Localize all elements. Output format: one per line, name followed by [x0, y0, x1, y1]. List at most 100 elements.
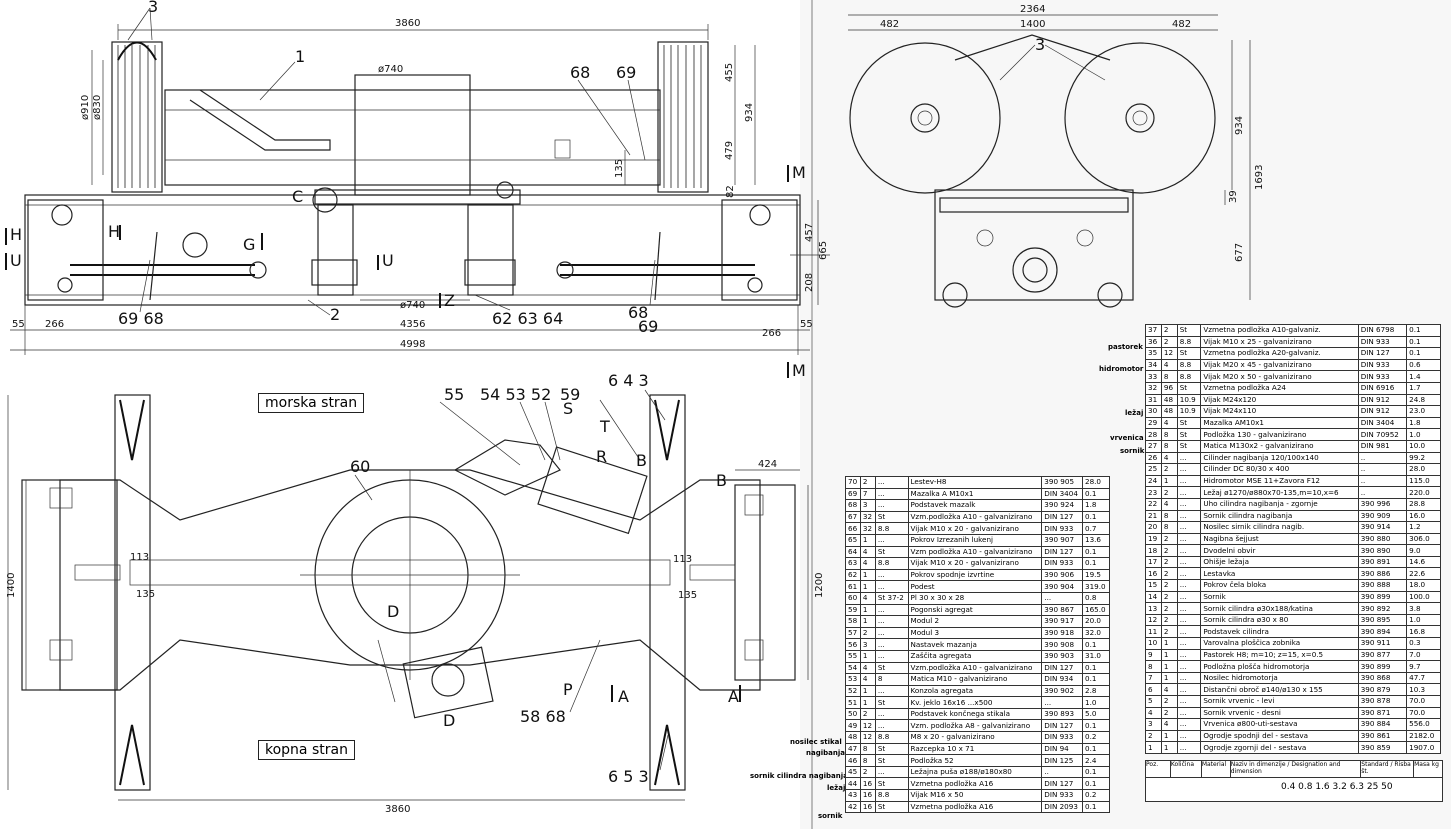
table-cell: St — [1176, 324, 1202, 337]
table-cell: 2 — [1160, 532, 1178, 546]
table-cell: 22.6 — [1406, 567, 1441, 581]
plan-view — [7, 389, 809, 801]
table-cell: Pastorek H8; m=10; z=15, x=0.5 — [1200, 648, 1359, 662]
dim-plan-113-r: 113 — [673, 554, 692, 565]
table-cell: 8 — [859, 754, 876, 767]
table-cell: ... — [1176, 590, 1202, 604]
table-cell: 10.9 — [1176, 393, 1202, 407]
table-cell: 16.8 — [1406, 625, 1441, 639]
table-cell: 32 — [859, 522, 876, 535]
table-cell: Vzm.podložka A10 - galvanizirano — [907, 661, 1043, 675]
table-cell: 0.1 — [1082, 487, 1110, 501]
dim-plan-424: 424 — [758, 459, 777, 470]
table-cell: 8 — [1145, 660, 1162, 673]
table-cell: 7.0 — [1406, 648, 1441, 662]
table-cell: 0.1 — [1082, 545, 1110, 559]
table-cell: DIN 127 — [1041, 510, 1083, 524]
table-cell: ... — [1176, 729, 1202, 743]
table-cell: 48 — [845, 731, 861, 744]
table-cell: 4 — [1160, 683, 1178, 696]
table-cell: ... — [874, 487, 909, 501]
bom-mid-group-sornik: sornik — [818, 812, 843, 820]
table-cell: 8.8 — [874, 557, 909, 570]
table-cell: ... — [1176, 451, 1202, 465]
table-cell: 4 — [859, 545, 876, 559]
table-cell: DIN 125 — [1041, 754, 1083, 767]
table-cell: 390 899 — [1357, 660, 1408, 673]
table-cell: 2 — [1160, 706, 1178, 720]
table-cell: Mazalka A M10x1 — [907, 487, 1043, 501]
callout-60: 60 — [350, 457, 370, 476]
table-cell: 390 861 — [1357, 729, 1408, 743]
table-cell: 22 — [1145, 497, 1162, 511]
table-cell: 9.0 — [1406, 544, 1441, 557]
callout-69-top: 69 — [616, 63, 636, 82]
table-cell: St — [1176, 416, 1202, 430]
table-cell: 24.8 — [1406, 393, 1441, 407]
bom-mid-group-nosilec: nosilec stikal — [790, 738, 842, 746]
table-cell: ... — [1176, 695, 1202, 708]
table-cell: 2 — [859, 476, 876, 489]
callout-54-53-52: 54 53 52 — [480, 385, 551, 404]
dim-plan-1400: 1400 — [6, 573, 17, 598]
table-cell: Vijak M24x110 — [1200, 405, 1359, 418]
table-cell: ... — [874, 638, 909, 651]
table-cell: 4 — [1160, 416, 1178, 430]
table-cell: 10.3 — [1406, 683, 1441, 696]
table-cell: 8 — [1160, 370, 1178, 383]
table-cell: 1.0 — [1406, 613, 1441, 627]
table-cell: 2 — [859, 707, 876, 721]
table-cell: Zaščita agregata — [907, 649, 1043, 663]
table-cell: 11 — [1145, 625, 1162, 639]
table-cell: Vzm.podložka A10 - galvanizirano — [907, 510, 1043, 524]
table-cell: Lestavka — [1200, 567, 1359, 581]
table-cell: Sornik cilindra ø30 x 80 — [1200, 613, 1359, 627]
table-cell: ... — [1176, 683, 1202, 696]
table-cell: 47.7 — [1406, 671, 1441, 685]
table-cell: ... — [1176, 579, 1202, 592]
table-cell: Vzmetna podložka A16 — [907, 800, 1043, 814]
table-cell: 390 909 — [1357, 509, 1408, 523]
table-cell: ... — [1176, 509, 1202, 523]
table-cell: 3 — [859, 499, 876, 512]
letter-Z: Z — [444, 291, 455, 310]
table-cell: 1 — [859, 603, 876, 617]
table-cell: ... — [874, 499, 909, 512]
table-cell: 2 — [1160, 324, 1178, 337]
table-cell: 64 — [845, 545, 861, 559]
table-cell: 165.0 — [1082, 603, 1110, 617]
table-cell: Vrvenica ø800-uti-sestava — [1200, 718, 1359, 731]
dim-end-677: 677 — [1234, 243, 1245, 262]
bom-group-lezaj: ležaj — [1125, 409, 1144, 417]
dim-4356: 4356 — [400, 319, 425, 330]
table-cell: 13 — [1145, 602, 1162, 615]
table-cell: 18.0 — [1406, 579, 1441, 592]
table-cell: 63 — [845, 557, 861, 570]
table-cell: M8 x 20 - galvanizirano — [907, 731, 1043, 744]
table-cell: 3 — [859, 638, 876, 651]
table-cell: 0.1 — [1082, 661, 1110, 675]
table-cell: 8.8 — [874, 731, 909, 744]
table-cell: DIN 127 — [1357, 347, 1408, 360]
dim-plan-3860: 3860 — [385, 804, 410, 815]
dim-right-266: 266 — [762, 328, 781, 339]
table-cell: 0.1 — [1082, 719, 1110, 733]
table-cell: 4 — [859, 661, 876, 675]
table-cell: 2 — [1160, 625, 1178, 639]
table-cell: DIN 2093 — [1041, 800, 1083, 814]
letter-D2: D — [443, 711, 455, 730]
table-cell: 1 — [1160, 660, 1178, 673]
table-cell: 390 891 — [1357, 555, 1408, 569]
table-cell: 1.4 — [1406, 370, 1441, 383]
table-cell: 0.1 — [1082, 557, 1110, 570]
dim-4998: 4998 — [400, 339, 425, 350]
